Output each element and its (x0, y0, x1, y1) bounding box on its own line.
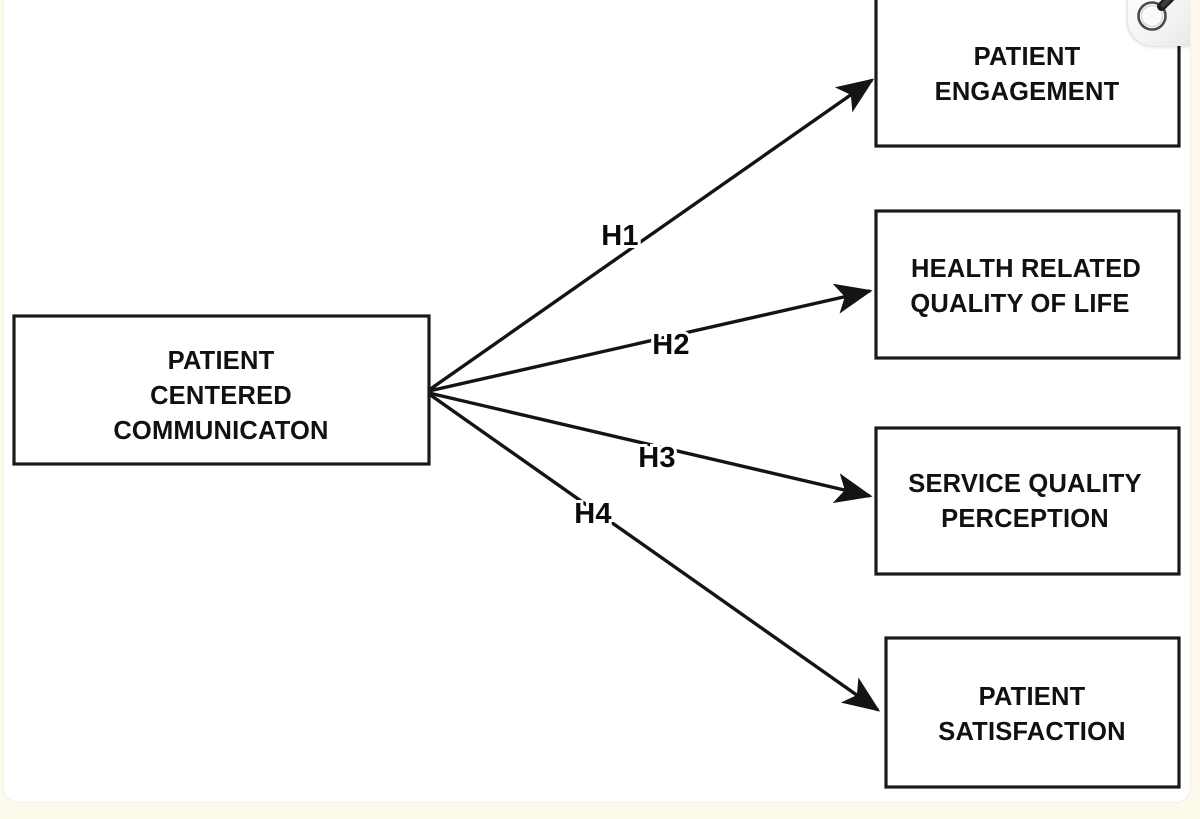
conceptual-model-diagram: PATIENT CENTERED COMMUNICATON PATIENT EN… (12, 0, 1181, 789)
node-box (884, 636, 1181, 789)
node-patient-satisfaction[interactable]: PATIENT SATISFACTION (884, 636, 1181, 789)
node-label-line-1: PATIENT (979, 683, 1086, 711)
figure-card: PATIENT CENTERED COMMUNICATON PATIENT EN… (4, 0, 1190, 802)
node-label-line-3: COMMUNICATON (113, 417, 328, 445)
connector-h2 (428, 283, 873, 393)
node-label-line-1: SERVICE QUALITY (908, 470, 1141, 498)
hypothesis-label-h3: H3 (638, 442, 675, 474)
node-box (12, 314, 431, 466)
hypothesis-label-group: H1 H2 H3 H4 (571, 217, 692, 533)
connector-group (428, 78, 881, 712)
hypothesis-label-h2: H2 (652, 329, 689, 361)
node-label-line-2: SATISFACTION (938, 718, 1126, 746)
node-health-related-qol[interactable]: HEALTH RELATED QUALITY OF LIFE (874, 209, 1181, 360)
node-label-line-2: CENTERED (150, 382, 292, 410)
node-patient-centered-communication[interactable]: PATIENT CENTERED COMMUNICATON (12, 314, 431, 466)
node-label-line-2: PERCEPTION (941, 505, 1109, 533)
connector-h3 (428, 391, 873, 504)
node-label-line-2: QUALITY OF LIFE (910, 290, 1129, 318)
hypothesis-label-h4: H4 (574, 498, 611, 530)
node-label-line-1: PATIENT (974, 43, 1081, 71)
node-service-quality-perception[interactable]: SERVICE QUALITY PERCEPTION (874, 426, 1181, 576)
node-label-line-1: PATIENT (168, 347, 275, 375)
connector-h4 (428, 392, 881, 712)
node-box (874, 426, 1181, 576)
magnifier-icon (1137, 0, 1175, 31)
node-label-line-2: ENGAGEMENT (935, 78, 1120, 106)
hypothesis-label-h1: H1 (601, 220, 638, 252)
node-box (874, 209, 1181, 360)
connector-h1 (428, 78, 875, 392)
node-label-line-1: HEALTH RELATED (911, 255, 1141, 283)
zoom-image-button[interactable] (1128, 0, 1190, 46)
